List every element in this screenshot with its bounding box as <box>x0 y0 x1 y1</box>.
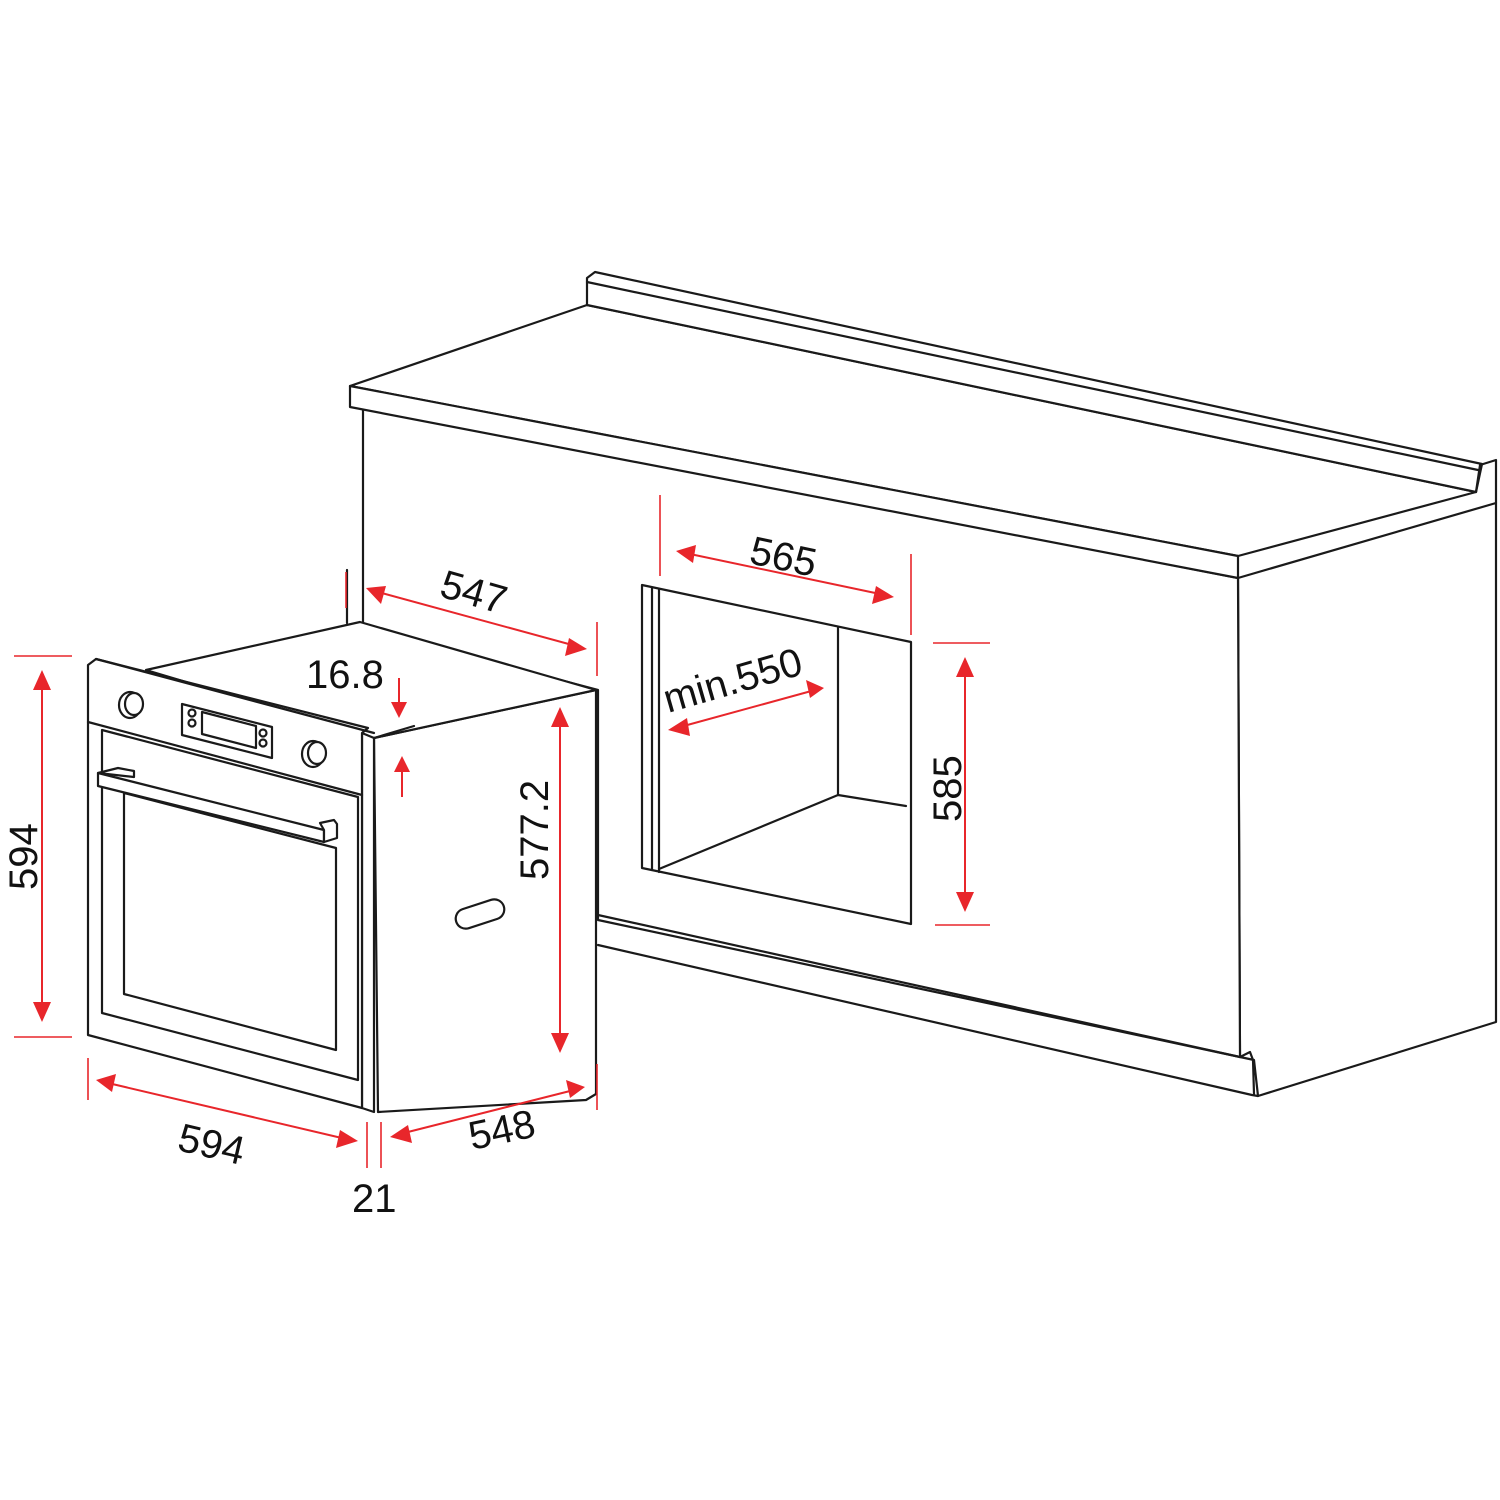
dim-label-front-width: 594 <box>174 1116 249 1174</box>
countertop-end <box>1474 458 1498 505</box>
plinth-bottom-line <box>596 943 1260 1098</box>
control-panel-divider <box>86 720 364 797</box>
dim-label-frame-step: 16.8 <box>306 653 384 697</box>
niche-opening <box>640 583 913 926</box>
front-top-bevel <box>94 657 376 735</box>
right-knob <box>300 739 328 769</box>
dim-label-niche-height: 585 <box>926 755 970 822</box>
left-knob <box>117 690 145 720</box>
dim-front-height: 594 <box>2 655 72 1038</box>
countertop-front-edge <box>348 384 1240 580</box>
dim-label-front-thickness: 21 <box>352 1177 397 1221</box>
oven-door-glass <box>122 791 338 1052</box>
niche-back-floor-line <box>836 793 908 808</box>
oven-door-frame <box>100 728 360 1082</box>
dim-label-front-height: 594 <box>2 823 46 890</box>
dim-label-depth-bottom: 548 <box>465 1102 539 1159</box>
oven <box>86 568 598 1114</box>
oven-niche <box>640 583 913 926</box>
dim-body-height: 577.2 <box>513 707 569 1053</box>
dim-label-body-height: 577.2 <box>513 780 557 880</box>
oven-front-thickness <box>360 731 376 1114</box>
dim-frame-step: 16.8 <box>306 653 410 797</box>
dim-front-thickness: 21 <box>352 1122 397 1221</box>
dim-niche-height: 585 <box>926 642 990 926</box>
plinth-notch <box>1238 1050 1256 1096</box>
backsplash-edge <box>585 280 1480 472</box>
kitchen-cabinet <box>348 270 1498 1098</box>
frame-step-line <box>372 724 416 740</box>
oven-door-handle <box>96 766 339 844</box>
plinth-top-line <box>596 913 1242 1059</box>
control-display <box>180 702 274 760</box>
cabinet-side-panel <box>1236 501 1498 1098</box>
niche-floor-diagonal <box>657 793 840 871</box>
oven-side-vent <box>454 898 506 930</box>
